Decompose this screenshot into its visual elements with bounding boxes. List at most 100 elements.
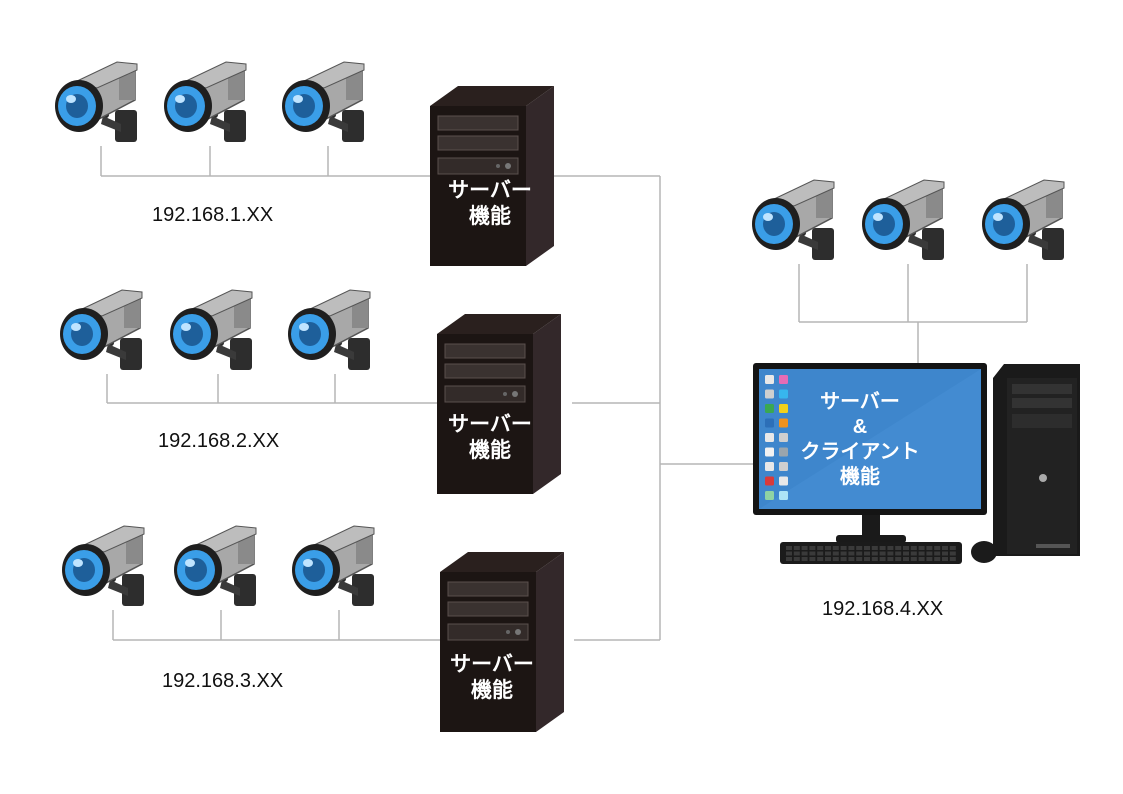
desktop-app-icon [765,462,774,471]
keyboard-key [825,551,831,556]
desktop-app-icon [765,404,774,413]
server-label-1-line-2: 機能 [469,205,511,228]
desktop-app-icon [779,462,788,471]
keyboard-key [903,551,909,556]
desktop-app-icon [779,491,788,500]
ip-label-group-2: 192.168.2.XX [158,430,280,452]
security-camera-icon [861,179,945,261]
keyboard-key [949,557,956,561]
keyboard-key [887,557,894,561]
keyboard-key [918,557,925,561]
keyboard-key [825,557,831,561]
desktop-app-icon [779,404,788,413]
desktop-app-icon [765,476,774,486]
security-camera-icon [281,61,365,143]
keyboard-key [887,551,894,556]
keyboard-key [887,546,894,550]
client-label-line-3: クライアント [800,441,920,463]
security-camera-icon [169,289,253,371]
server-label-3-line-2: 機能 [471,679,513,702]
keyboard-key [871,551,878,556]
keyboard-key [832,557,839,561]
desktop-app-icon [765,418,774,428]
keyboard-key [934,551,941,556]
keyboard-key [910,546,917,550]
keyboard-key [926,546,933,550]
desktop-app-icon [765,433,774,442]
server-label-3: サーバー 機能 [430,652,554,704]
ip-label-group-3: 192.168.3.XX [162,670,284,692]
keyboard-key [848,551,855,556]
security-camera-icon [61,525,145,607]
keyboard-key [840,557,847,561]
keyboard-key [809,551,816,556]
keyboard-key [786,546,792,550]
client-screen-label: サーバー & クライアント 機能 [790,390,930,490]
desktop-app-icon [779,447,788,457]
desktop-app-icon [765,375,774,384]
keyboard-key [793,557,800,561]
keyboard-key [926,557,933,561]
keyboard-key [832,546,839,550]
keyboard-key [840,551,847,556]
server-tower-icon [429,85,555,267]
keyboard-key [817,551,824,556]
keyboard-key [871,557,878,561]
security-camera-icon [981,179,1065,261]
keyboard-key [817,546,824,550]
keyboard-key [942,551,948,556]
client-label-line-2: & [852,416,868,438]
server-label-3-line-1: サーバー [450,653,534,676]
keyboard-key [895,551,902,556]
desktop-app-icon [779,375,788,384]
security-camera-icon [54,61,138,143]
keyboard-key [864,551,870,556]
keyboard-key [801,551,808,556]
security-camera-icon [287,289,371,371]
keyboard-key [793,551,800,556]
desktop-app-icon [779,476,788,486]
keyboard-key [942,557,948,561]
keyboard-key [809,546,816,550]
keyboard-key [856,546,863,550]
keyboard-key [903,557,909,561]
ip-label-client: 192.168.4.XX [822,598,944,620]
keyboard-key [825,546,831,550]
security-camera-icon [291,525,375,607]
keyboard-key [856,551,863,556]
keyboard-key [840,546,847,550]
keyboard-key [879,551,886,556]
keyboard-key [918,551,925,556]
server-label-2: サーバー 機能 [428,412,552,464]
keyboard-key [864,546,870,550]
server-label-2-line-2: 機能 [469,439,511,462]
keyboard-key [856,557,863,561]
keyboard-key [864,557,870,561]
keyboard-key [786,551,792,556]
keyboard-key [801,557,808,561]
keyboard-key [895,546,902,550]
keyboard-key [949,551,956,556]
keyboard-key [848,546,855,550]
server-tower-icon [436,313,562,495]
keyboard-key [879,557,886,561]
keyboard-key [871,546,878,550]
keyboard-key [934,546,941,550]
desktop-app-icon [765,389,774,399]
server-label-1-line-1: サーバー [448,179,532,202]
keyboard-key [918,546,925,550]
keyboard-key [801,546,808,550]
desktop-app-icon [779,433,788,442]
desktop-app-icon [765,447,774,457]
keyboard-key [879,546,886,550]
keyboard-key [895,557,902,561]
security-camera-icon [751,179,835,261]
keyboard-key [793,546,800,550]
keyboard-key [910,557,917,561]
desktop-app-icon [765,491,774,500]
security-camera-icon [173,525,257,607]
keyboard-key [786,557,792,561]
keyboard-key [910,551,917,556]
client-label-line-1: サーバー [820,391,900,413]
